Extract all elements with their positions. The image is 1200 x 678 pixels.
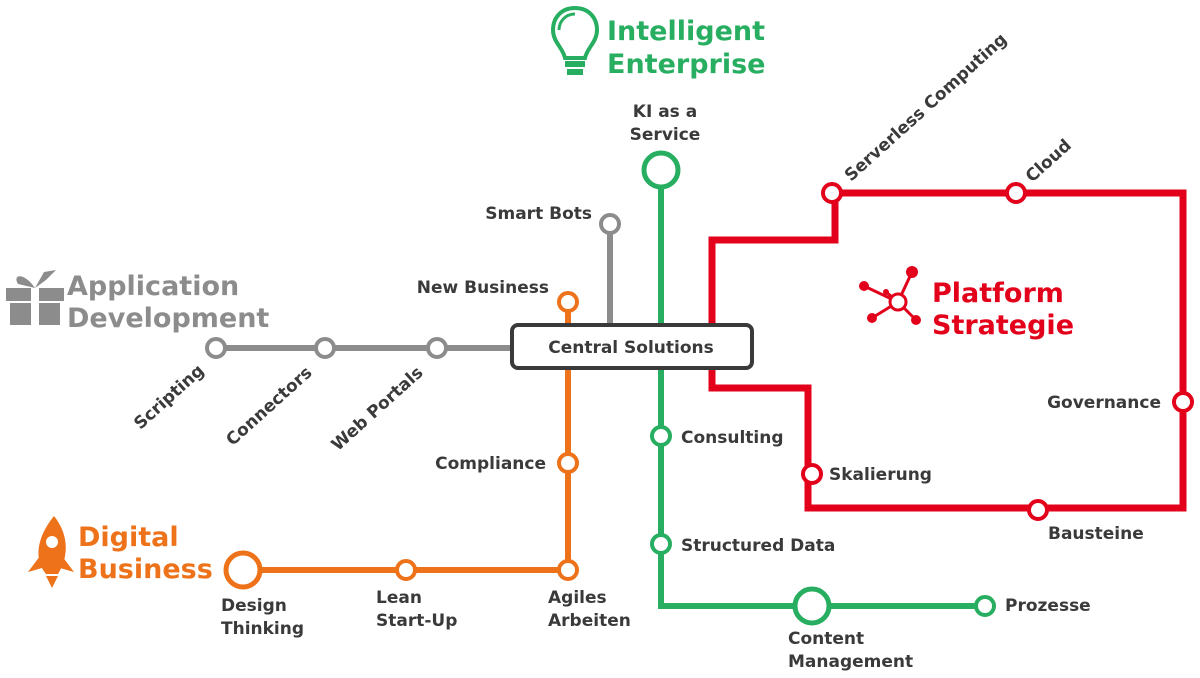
label-lean-1: Lean [376, 588, 422, 608]
label-connectors: Connectors [222, 363, 316, 450]
label-content-1: Content [788, 629, 864, 649]
station-skalierung [801, 463, 823, 485]
label-web-portals: Web Portals [328, 363, 427, 455]
label-design-thinking-1: Design [221, 596, 287, 616]
label-new-business: New Business [417, 278, 549, 298]
label-bausteine: Bausteine [1048, 524, 1144, 544]
station-ki-service [641, 150, 681, 190]
label-design-thinking-2: Thinking [221, 619, 304, 639]
station-web-portals [426, 337, 448, 359]
label-lean-2: Start-Up [376, 611, 457, 631]
intelligent-enterprise-line [641, 150, 996, 626]
station-consulting [650, 425, 672, 447]
platform-strategie-title-1: Platform [932, 278, 1064, 309]
station-smart-bots [599, 213, 621, 235]
digital-business-title-2: Business [78, 554, 213, 585]
application-development-line [205, 337, 512, 359]
label-structured-data: Structured Data [681, 536, 835, 556]
station-scripting [205, 337, 227, 359]
label-skalierung: Skalierung [829, 465, 932, 485]
station-connectors [314, 337, 336, 359]
station-governance [1172, 391, 1194, 413]
hub-label: Central Solutions [548, 338, 714, 358]
smart-bots-line [599, 213, 621, 325]
station-serverless [821, 182, 843, 204]
gift-box-icon [6, 270, 64, 325]
central-solutions-hub: Central Solutions [510, 323, 754, 370]
platform-strategie-line [708, 182, 1194, 521]
digital-business-title-1: Digital [78, 522, 179, 553]
label-agiles-2: Arbeiten [548, 611, 631, 631]
label-compliance: Compliance [435, 454, 546, 474]
label-smart-bots: Smart Bots [485, 204, 592, 224]
intelligent-enterprise-track [658, 170, 985, 609]
platform-strategie-track [708, 189, 1187, 512]
hub-box [510, 323, 754, 370]
station-design-thinking [223, 550, 263, 590]
digital-business-line [223, 291, 579, 590]
label-ki-2: Service [630, 125, 701, 145]
station-content-management [792, 586, 832, 626]
station-cloud [1005, 182, 1027, 204]
app-dev-title-2: Development [67, 303, 269, 334]
platform-strategie-title-2: Strategie [932, 310, 1074, 341]
station-lean-startup [395, 559, 417, 581]
station-structured-data [650, 533, 672, 555]
label-agiles-1: Agiles [548, 588, 607, 608]
light-bulb-icon [550, 5, 600, 75]
label-cloud: Cloud [1022, 136, 1076, 187]
rocket-icon [28, 516, 74, 588]
station-bausteine [1027, 499, 1049, 521]
label-content-2: Management [788, 652, 913, 672]
station-compliance [557, 452, 579, 474]
network-nodes-icon [859, 266, 921, 325]
label-scripting: Scripting [130, 361, 208, 434]
label-consulting: Consulting [681, 428, 784, 448]
intelligent-enterprise-title-2: Enterprise [607, 49, 765, 80]
label-governance: Governance [1047, 393, 1161, 413]
intelligent-enterprise-title-1: Intelligent [607, 16, 765, 47]
label-serverless: Serverless Computing [841, 30, 1011, 186]
label-ki-1: KI as a [633, 102, 697, 122]
station-prozesse [974, 595, 996, 617]
station-new-business [557, 291, 579, 313]
station-agiles-arbeiten [557, 559, 579, 581]
app-dev-title-1: Application [67, 271, 239, 302]
label-prozesse: Prozesse [1005, 596, 1091, 616]
